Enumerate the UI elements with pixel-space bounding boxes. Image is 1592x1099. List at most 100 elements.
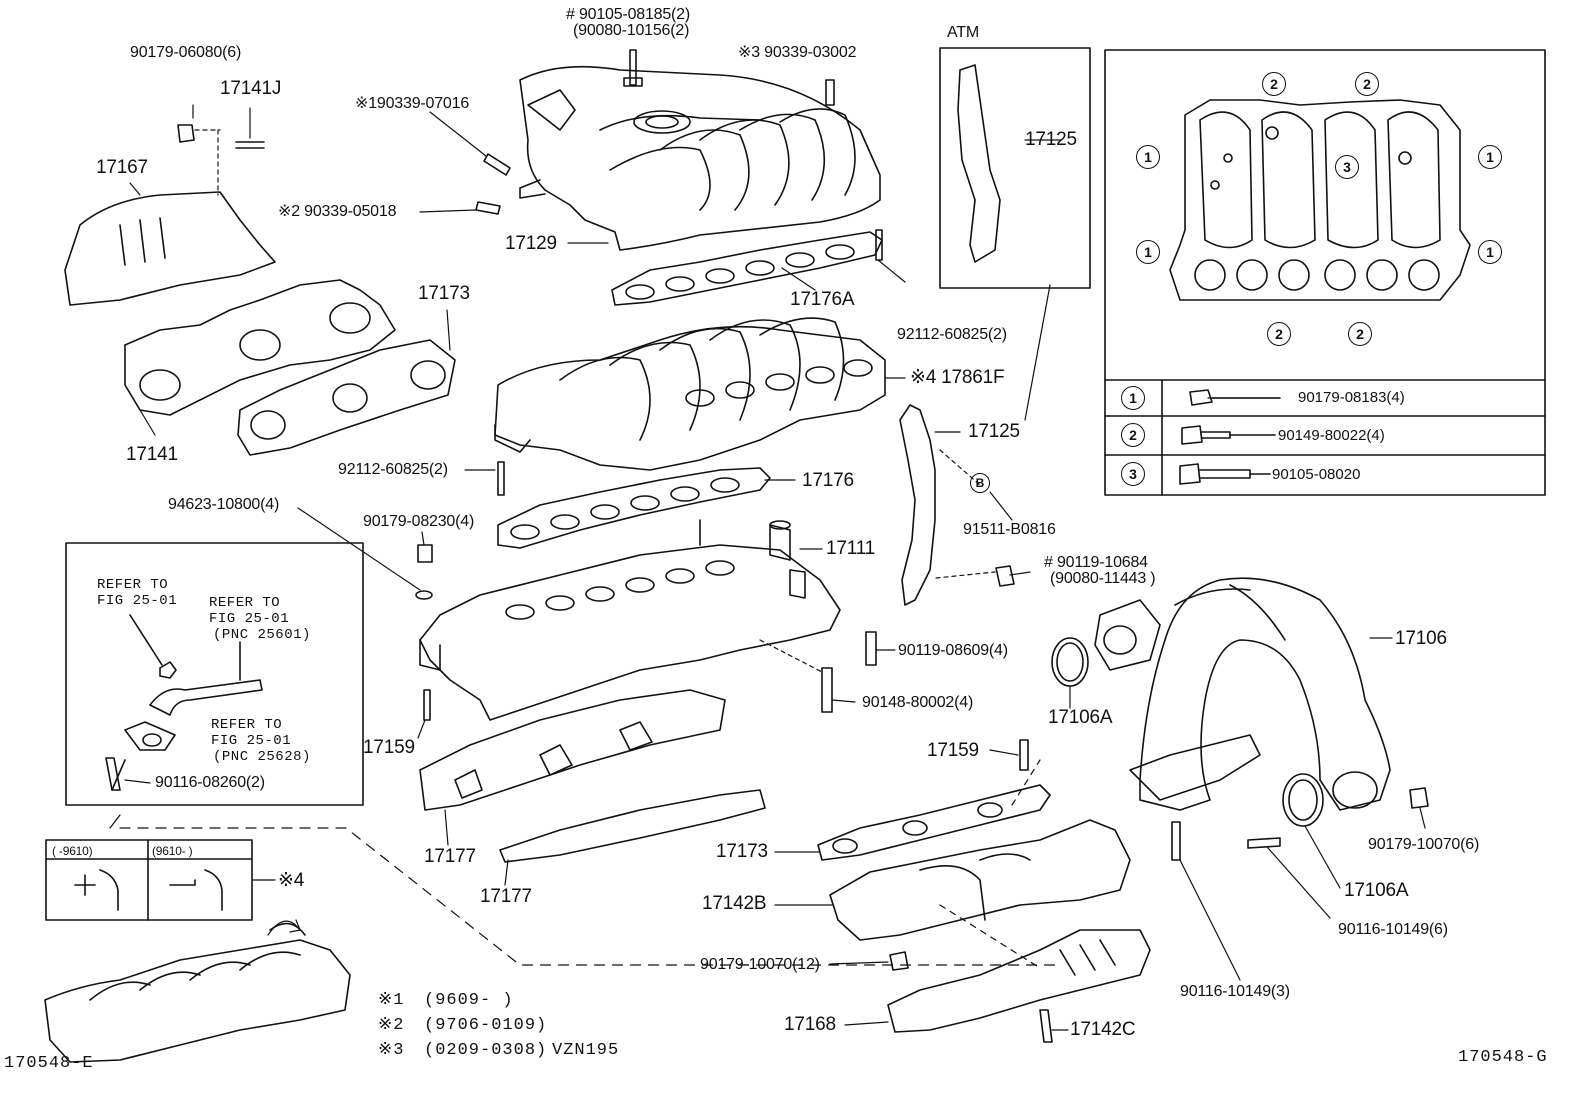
refer-3-line3: (PNC 25628) [213, 749, 311, 765]
gasket-circle-3: 3 [1335, 155, 1359, 179]
refer-box [65, 542, 364, 806]
footnote-1-range: (9609- ) [424, 991, 514, 1010]
label-17168: 17168 [784, 1014, 836, 1035]
exhaust-pipe-17106 [1094, 577, 1391, 811]
label-17125-atm: 17125 [1025, 129, 1077, 150]
variant-marker: ※4 [278, 870, 305, 891]
refer-2-line2: FIG 25-01 [209, 611, 290, 627]
refer-2-line3: (PNC 25601) [213, 627, 311, 643]
label-17129: 17129 [505, 233, 557, 254]
footnote-3-range: (0209-0308) [424, 1041, 548, 1060]
intake-manifold-17111 [419, 519, 841, 721]
label-90080-10156: (90080-10156(2) [573, 22, 690, 39]
marker-b: B [970, 473, 990, 493]
variant-col-2: (9610- ) [152, 844, 193, 858]
label-90179-08230: 90179-08230(4) [363, 513, 475, 530]
bracket-17125-atm [957, 64, 1001, 263]
atm-box [939, 47, 1091, 289]
label-17141: 17141 [126, 444, 178, 465]
figure-code-left: 170548-E [4, 1054, 94, 1073]
heat-shield-17167 [64, 191, 276, 306]
label-90179-06080: 90179-06080(6) [130, 44, 242, 61]
gasket-17173-left [237, 339, 456, 456]
intake-plenum-17129 [519, 65, 881, 251]
leader-lines [109, 104, 1426, 1031]
label-17125: 17125 [968, 421, 1020, 442]
bracket-17125 [899, 404, 936, 606]
label-17176: 17176 [802, 470, 854, 491]
label-92112-60825-a: 92112-60825(2) [897, 326, 1007, 343]
label-90339-03002: ※3 90339-03002 [738, 44, 857, 61]
label-17167: 17167 [96, 157, 148, 178]
label-90116-10149-a: 90116-10149(6) [1338, 921, 1448, 938]
label-17106A-bottom: 17106A [1344, 880, 1409, 901]
gasket-circle-2-bottom-a: 2 [1267, 322, 1291, 346]
label-17177-a: 17177 [424, 846, 476, 867]
label-17142C: 17142C [1070, 1019, 1136, 1040]
label-90080-11443: (90080-11443 ) [1050, 570, 1156, 587]
footnote-2-mark: ※2 [378, 1016, 405, 1035]
variant-col-1: ( -9610) [52, 844, 93, 858]
label-17106A-top: 17106A [1048, 707, 1113, 728]
heat-shield-17168 [887, 929, 1151, 1033]
footnote-1-mark: ※1 [378, 991, 405, 1010]
label-90119-10684: # 90119-10684 [1044, 554, 1148, 571]
gasket-17106A-top [1051, 637, 1089, 687]
gasket-key-box [1104, 49, 1546, 496]
atm-label: ATM [947, 24, 979, 41]
label-90116-10149-b: 90116-10149(3) [1180, 983, 1290, 1000]
label-17142B: 17142B [702, 893, 767, 914]
gasket-17176 [497, 467, 771, 549]
key-row-2-part: 90149-80022(4) [1278, 427, 1385, 444]
fasteners [105, 49, 1429, 1043]
label-17141J: 17141J [220, 78, 282, 99]
label-90119-08609: 90119-08609(4) [898, 642, 1008, 659]
gasket-outline [1169, 99, 1471, 301]
label-90116-08260: 90116-08260(2) [155, 774, 265, 791]
key-row-1-num: 1 [1121, 386, 1145, 410]
footnote-2-range: (9706-0109) [424, 1016, 548, 1035]
gasket-circle-1-right-a: 1 [1478, 145, 1502, 169]
label-92112-60825-b: 92112-60825(2) [338, 461, 448, 478]
label-17173-right: 17173 [716, 841, 768, 862]
gasket-circle-1-left-b: 1 [1136, 240, 1160, 264]
footnote-3-mark: ※3 [378, 1041, 405, 1060]
label-17159-left: 17159 [363, 737, 415, 758]
footnote-3-model: VZN195 [552, 1041, 620, 1060]
gasket-17173-right [817, 784, 1051, 861]
gasket-circle-2-top-b: 2 [1355, 72, 1379, 96]
label-90179-10070-a: 90179-10070(12) [700, 956, 820, 973]
gasket-circle-2-bottom-b: 2 [1348, 322, 1372, 346]
refer-2-line1: REFER TO [209, 595, 281, 611]
label-90105-08185: # 90105-08185(2) [566, 6, 691, 23]
key-row-3-num: 3 [1121, 462, 1145, 486]
gasket-circle-1-right-b: 1 [1478, 240, 1502, 264]
label-91511-B0816: 91511-B0816 [963, 521, 1056, 538]
label-90339-05018: ※2 90339-05018 [278, 203, 397, 220]
label-90148-80002: 90148-80002(4) [862, 694, 974, 711]
gasket-17177-a [419, 689, 726, 811]
refer-3-line1: REFER TO [211, 717, 283, 733]
label-17177-b: 17177 [480, 886, 532, 907]
label-94623-10800: 94623-10800(4) [168, 496, 280, 513]
gasket-circle-1-left-a: 1 [1136, 145, 1160, 169]
intake-manifold-17861F [494, 317, 886, 471]
refer-parts [111, 614, 263, 791]
key-row-3-part: 90105-08020 [1272, 466, 1361, 483]
gasket-circle-2-top-a: 2 [1262, 72, 1286, 96]
refer-1-line2: FIG 25-01 [97, 593, 178, 609]
gasket-17176A [611, 231, 883, 306]
key-row-2-num: 2 [1121, 423, 1145, 447]
key-row-1-part: 90179-08183(4) [1298, 389, 1405, 406]
label-17861F: ※4 17861F [910, 367, 1005, 388]
label-17176A: 17176A [790, 289, 855, 310]
gasket-17106A-bottom [1282, 773, 1324, 827]
label-17111: 17111 [826, 538, 876, 559]
label-17173-left: 17173 [418, 283, 470, 304]
refer-3-line2: FIG 25-01 [211, 733, 292, 749]
label-90179-10070-b: 90179-10070(6) [1368, 836, 1480, 853]
variant-icons [74, 869, 223, 911]
figure-code-right: 170548-G [1458, 1048, 1548, 1067]
